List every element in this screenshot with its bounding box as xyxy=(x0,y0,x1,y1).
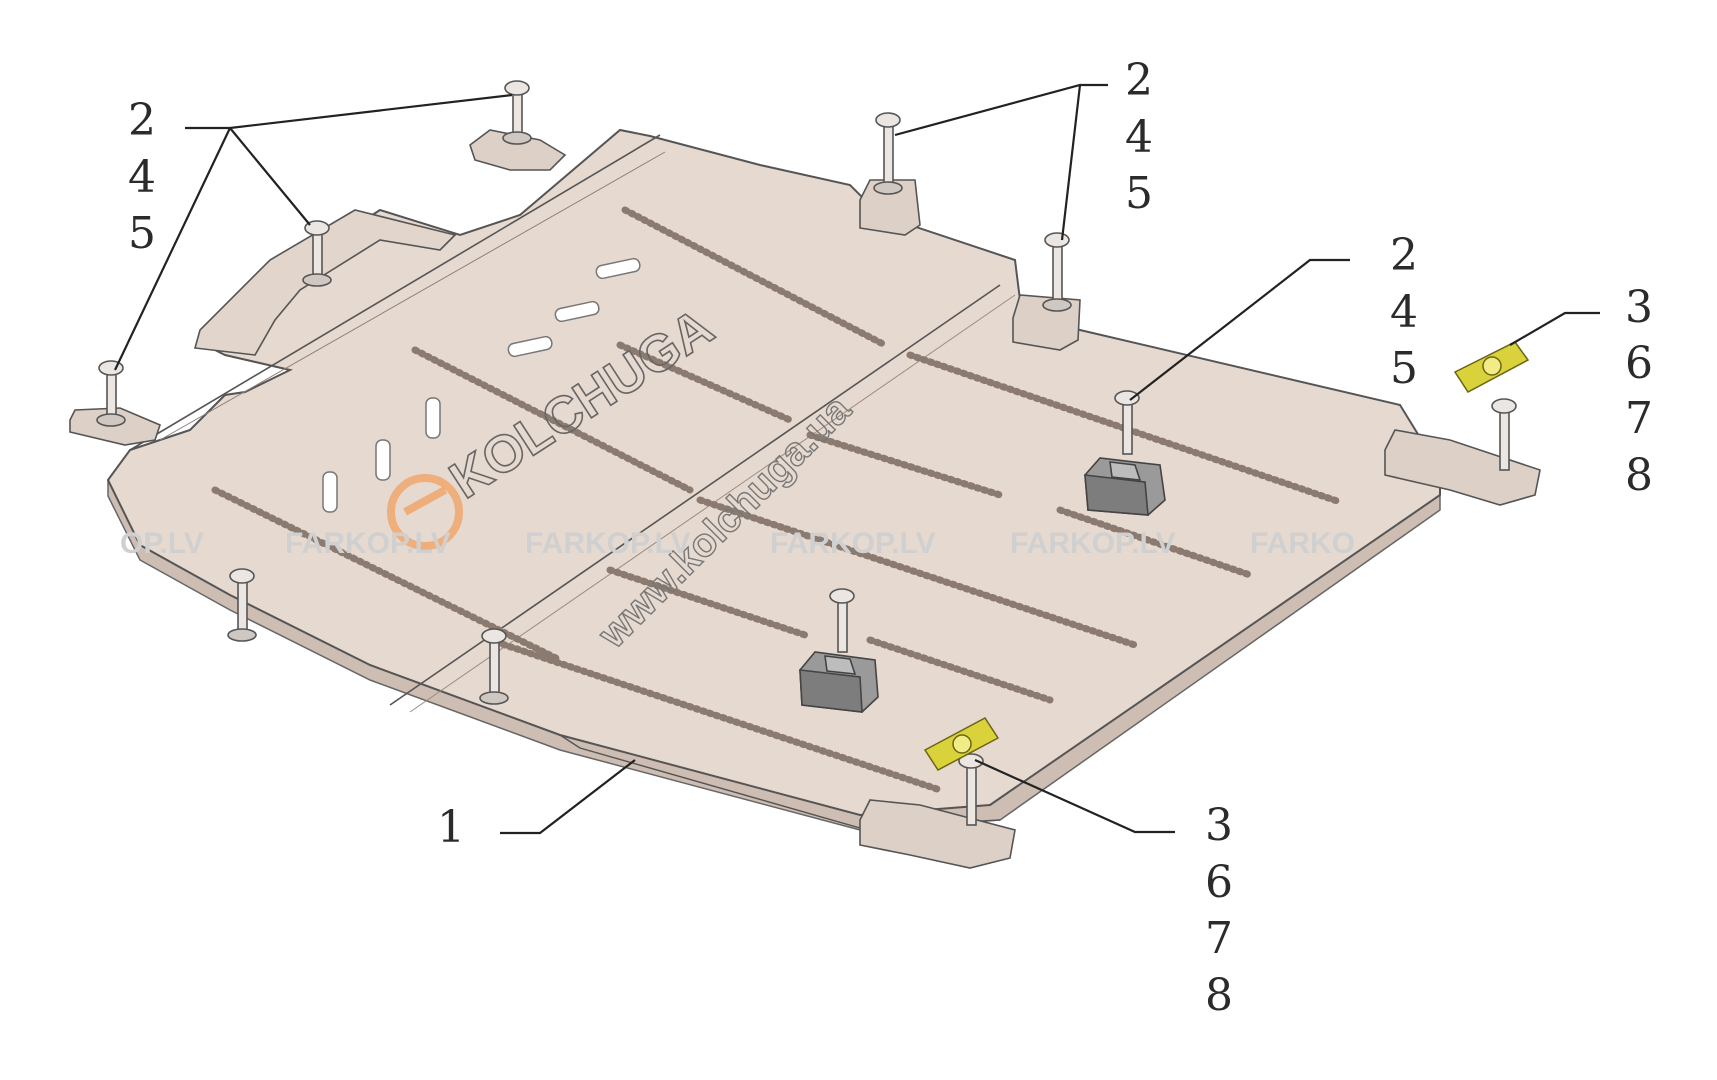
bolt-left-rear xyxy=(96,360,126,427)
callout-bottom-left: 1 xyxy=(437,802,465,853)
yellow-clips xyxy=(923,341,1530,771)
callout-bottom-right-6: 6 xyxy=(1205,857,1233,908)
skid-plate xyxy=(106,128,1441,831)
callout-far-right-6: 6 xyxy=(1625,338,1653,389)
farkop-watermark-5: FARKOP.LV xyxy=(1010,527,1176,560)
farkop-watermark-6: FARKO xyxy=(1250,527,1355,560)
callout-mid-right: 2 4 5 xyxy=(1390,230,1418,394)
farkop-watermark-3: FARKOP.LV xyxy=(525,527,691,560)
bolt-front-left xyxy=(227,568,257,642)
callout-mid-right-4: 4 xyxy=(1390,287,1418,338)
callout-top-center: 2 4 5 xyxy=(1125,55,1153,219)
callout-far-right-3: 3 xyxy=(1625,282,1653,333)
bolt-clip-bottom xyxy=(958,753,984,826)
bolt-clip-right xyxy=(1491,398,1517,471)
callout-far-right: 3 6 7 8 xyxy=(1625,282,1653,501)
callout-top-left-5: 5 xyxy=(128,208,156,259)
callout-top-left-2: 2 xyxy=(128,95,156,146)
callout-top-center-4: 4 xyxy=(1125,112,1153,163)
callout-bottom-right-8: 8 xyxy=(1205,970,1233,1021)
mounting-tabs xyxy=(69,129,1541,869)
callout-mid-right-2: 2 xyxy=(1390,230,1418,281)
callout-bottom-right-7: 7 xyxy=(1205,913,1233,964)
callout-bottom-right: 3 6 7 8 xyxy=(1205,800,1233,1021)
clip-right xyxy=(1453,341,1530,393)
vent-slots xyxy=(322,257,641,513)
leader-lines xyxy=(114,83,1600,835)
nut-block-center xyxy=(799,651,879,713)
clip-bottom xyxy=(923,717,1000,771)
bolt-nut-right xyxy=(1114,390,1140,455)
bolt-left-mid xyxy=(302,220,332,287)
callout-mid-right-5: 5 xyxy=(1390,343,1418,394)
bolt-nut-center xyxy=(829,588,855,653)
bolt-front-mid xyxy=(479,628,509,705)
callout-bottom-right-3: 3 xyxy=(1205,800,1233,851)
callout-top-left-4: 4 xyxy=(128,152,156,203)
bolt-top-left xyxy=(502,80,532,145)
bolt-top-center xyxy=(873,112,903,195)
callout-top-center-5: 5 xyxy=(1125,168,1153,219)
callout-far-right-8: 8 xyxy=(1625,450,1653,501)
farkop-watermark-2: FARKOP.LV xyxy=(285,527,451,560)
brand-logo-mark xyxy=(387,474,463,550)
farkop-watermark-4: FARKOP.LV xyxy=(770,527,936,560)
bolts xyxy=(96,80,1517,826)
farkop-watermark-1: OP.LV xyxy=(120,527,204,560)
nut-block-right xyxy=(1084,457,1166,516)
callout-far-right-7: 7 xyxy=(1625,393,1653,444)
callout-top-left: 2 4 5 xyxy=(128,95,156,259)
callout-top-center-2: 2 xyxy=(1125,55,1153,106)
callout-plate-1: 1 xyxy=(437,802,465,853)
nut-blocks xyxy=(799,457,1166,713)
